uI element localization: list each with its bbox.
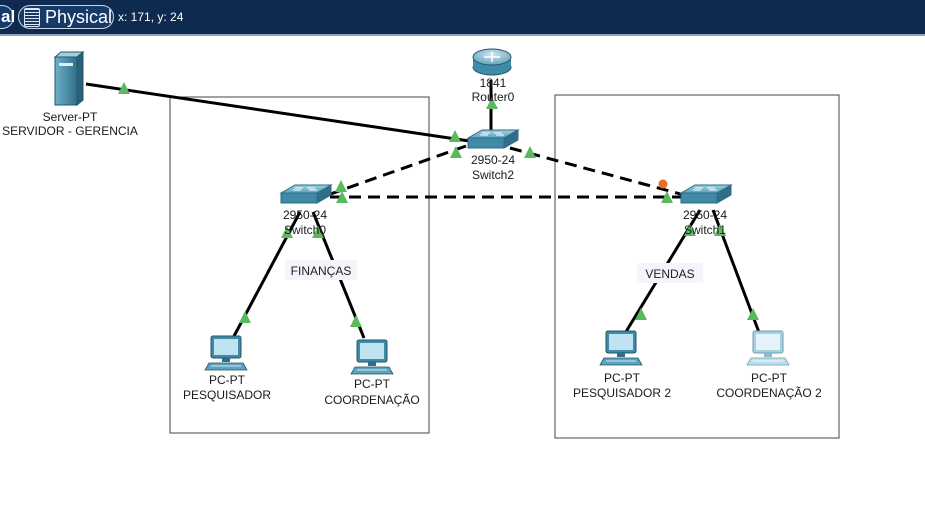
- switch2-model-label: 2950-24: [471, 153, 515, 167]
- pc-pesquisador2-device[interactable]: PC-PT PESQUISADOR 2: [573, 330, 671, 400]
- link-up-indicator: [239, 311, 251, 323]
- vendas-area-label: VENDAS: [645, 267, 694, 281]
- pc-pesquisador-device[interactable]: PC-PT PESQUISADOR: [183, 335, 271, 402]
- financas-area-box[interactable]: [169, 96, 430, 434]
- switch2-device[interactable]: 2950-24 Switch2: [467, 129, 519, 182]
- router-name-label: Router0: [472, 90, 515, 104]
- switch0-name-label: Switch0: [284, 223, 326, 237]
- cursor-coordinates: x: 171, y: 24: [118, 10, 184, 24]
- link-status-indicators: [118, 82, 759, 327]
- switch0-icon: [280, 184, 332, 204]
- link-up-indicator: [524, 146, 536, 158]
- server-device[interactable]: Server-PT SERVIDOR - GERENCIA: [2, 50, 138, 138]
- pc-icon: [350, 339, 394, 375]
- vendas-label-bg: [637, 263, 703, 283]
- physical-view-icon: [24, 7, 40, 27]
- link-up-indicator: [661, 191, 673, 203]
- pc-icon: [746, 330, 790, 366]
- switch2-icon: [467, 129, 519, 149]
- financas-label-bg: [285, 260, 357, 280]
- switch0-model-label: 2950-24: [283, 208, 327, 222]
- pc-icon: [599, 330, 643, 366]
- link-up-indicator: [486, 97, 498, 109]
- pc-coordenacao-name-label: COORDENAÇÃO: [324, 393, 419, 407]
- pc-pesquisador2-model-label: PC-PT: [604, 371, 641, 385]
- server-name-label: SERVIDOR - GERENCIA: [2, 124, 138, 138]
- server-icon: [53, 50, 85, 107]
- top-toolbar: al Physical x: 171, y: 24: [0, 0, 925, 34]
- switch1-model-label: 2950-24: [683, 208, 727, 222]
- network-links: [85, 80, 762, 339]
- financas-area-label: FINANÇAS: [291, 264, 352, 278]
- server-model-label: Server-PT: [43, 110, 98, 124]
- link-switch2-switch1[interactable]: [509, 146, 689, 198]
- toolbar-divider: [0, 34, 925, 36]
- pc-icon: [204, 335, 248, 371]
- pc-coordenacao-model-label: PC-PT: [354, 377, 391, 391]
- link-up-indicator: [747, 308, 759, 320]
- switch1-icon: [680, 184, 732, 204]
- pc-coordenacao-device[interactable]: PC-PT COORDENAÇÃO: [324, 339, 420, 407]
- vendas-area-box[interactable]: [554, 94, 840, 439]
- switch1-name-label: Switch1: [684, 223, 726, 237]
- physical-mode-label: Physical: [45, 6, 113, 27]
- link-up-indicator: [281, 226, 293, 238]
- link-up-indicator: [350, 315, 362, 327]
- link-up-indicator: [312, 226, 324, 238]
- switch0-device[interactable]: 2950-24 Switch0: [280, 184, 332, 237]
- link-up-indicator: [118, 82, 130, 94]
- pc-coordenacao2-model-label: PC-PT: [751, 371, 788, 385]
- physical-mode-tab[interactable]: Physical: [18, 5, 114, 29]
- pc-pesquisador-name-label: PESQUISADOR: [183, 388, 271, 402]
- pc-pesquisador-model-label: PC-PT: [209, 373, 246, 387]
- link-switch2-switch0[interactable]: [321, 144, 467, 199]
- link-up-indicator: [684, 224, 696, 236]
- link-server-switch2[interactable]: [85, 82, 477, 144]
- switch2-name-label: Switch2: [472, 168, 514, 182]
- link-up-indicator: [336, 191, 348, 203]
- switch1-device[interactable]: 2950-24 Switch1: [680, 184, 732, 237]
- link-up-indicator: [450, 146, 462, 158]
- router-model-label: 1841: [480, 76, 507, 90]
- link-up-indicator: [635, 308, 647, 320]
- router-device[interactable]: 1841 Router0: [472, 48, 515, 104]
- router-icon: [472, 48, 512, 76]
- link-down-indicator: [658, 179, 668, 189]
- pc-pesquisador2-name-label: PESQUISADOR 2: [573, 386, 671, 400]
- pc-coordenacao2-device[interactable]: PC-PT COORDENAÇÃO 2: [716, 330, 822, 400]
- link-up-indicator: [714, 224, 726, 236]
- link-up-indicator: [449, 130, 461, 142]
- link-up-indicator: [335, 180, 347, 192]
- pc-coordenacao2-name-label: COORDENAÇÃO 2: [716, 386, 822, 400]
